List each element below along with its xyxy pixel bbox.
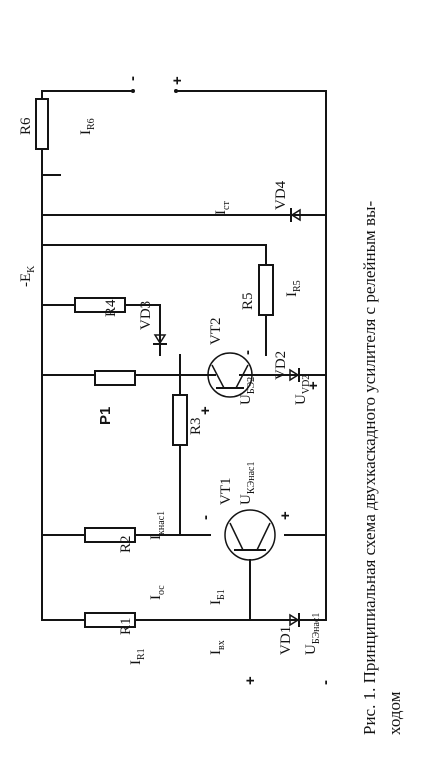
- label-r6: R6: [18, 117, 34, 135]
- terminal-minus: [131, 89, 135, 93]
- label-ioc-sub: ос: [156, 585, 167, 595]
- label-ir6-main: I: [78, 130, 94, 135]
- sign-in-minus: -: [317, 680, 334, 685]
- label-ir6: IR6: [78, 118, 97, 135]
- label-vd2: VD2: [273, 351, 289, 380]
- polarity-signs: + - + - + + -: [197, 350, 334, 685]
- label-r5: R5: [240, 292, 256, 310]
- label-ub2-sub: БЭ2: [246, 377, 257, 394]
- resistors: [35, 98, 274, 628]
- vt1-collector-leg: [229, 522, 244, 551]
- label-iknas-sub: кнас1: [156, 511, 167, 535]
- sign-vt2-minus: -: [239, 350, 256, 355]
- diodes: [153, 208, 301, 627]
- sign-vt1-plus: +: [277, 511, 294, 520]
- label-vt2: VT2: [208, 318, 224, 346]
- label-ube-main: U: [303, 644, 319, 655]
- label-ivx-sub: вх: [216, 640, 227, 650]
- vt1-emitter-leg: [256, 522, 271, 551]
- resistor-r6: [35, 98, 49, 150]
- label-uke: UКЭнас1: [238, 462, 257, 505]
- resistor-r3: [172, 394, 188, 446]
- label-ib1: IБ1: [208, 589, 227, 605]
- label-r4: R4: [103, 299, 119, 317]
- label-uvd2: UVD2: [293, 375, 312, 405]
- diode-vd1: [289, 613, 300, 627]
- transistor-vt1: [224, 509, 276, 561]
- caption-line-2: ходом: [385, 691, 404, 735]
- label-r2: R2: [118, 535, 134, 553]
- label-uvd2-sub: VD2: [301, 375, 312, 394]
- label-ube: UБЭнас1: [303, 613, 322, 655]
- transistor-vt2: [207, 352, 253, 398]
- label-ub2: UБЭ2: [238, 377, 257, 405]
- label-ub2-main: U: [238, 394, 254, 405]
- label-iknas: Iкнас1: [148, 511, 167, 540]
- sign-vt2-plus: +: [197, 406, 214, 415]
- label-iknas-main: I: [148, 535, 164, 540]
- label-ib1-main: I: [208, 600, 224, 605]
- component-labels: R1 R2 R3 R4 R5 R6 P1 VT1 VT2 VD1 VD2 VD3…: [18, 117, 294, 655]
- vt2-emitter-leg: [235, 364, 249, 389]
- sign-vt1-minus: -: [197, 515, 214, 520]
- label-ir5: IR5: [284, 280, 303, 297]
- label-ir1-main: I: [128, 660, 144, 665]
- resistor-r1: [84, 612, 136, 628]
- vt2-collector-leg: [211, 364, 225, 389]
- label-ivx-main: I: [208, 650, 224, 655]
- rotated-schematic: - +: [18, 76, 404, 735]
- label-vd3: VD3: [138, 301, 154, 330]
- label-ist-sub: ст: [221, 201, 232, 210]
- label-p1: P1: [97, 407, 114, 425]
- label-ir5-main: I: [284, 292, 300, 297]
- supply-terminals: - +: [124, 76, 186, 93]
- label-vd4: VD4: [273, 180, 289, 210]
- label-ir1: IR1: [128, 648, 147, 665]
- transistors: [207, 352, 276, 561]
- label-vd1: VD1: [278, 626, 294, 655]
- resistor-r5: [258, 264, 274, 316]
- caption: Рис. 1. Принципиальная схема двухкаскадн…: [360, 201, 404, 735]
- label-ioc-main: I: [148, 595, 164, 600]
- diode-vd4: [290, 208, 301, 222]
- label-ek-main: -E: [18, 273, 34, 287]
- diode-vd3: [153, 334, 167, 345]
- label-ube-sub: БЭнас1: [311, 613, 322, 645]
- terminal-minus-sign: -: [124, 76, 141, 81]
- resistor-r2: [84, 527, 136, 543]
- label-ek: -EK: [18, 265, 37, 287]
- terminal-plus-sign: +: [169, 76, 186, 85]
- label-ivx: Iвх: [208, 640, 227, 655]
- resistor-r4: [74, 297, 126, 313]
- sign-vd2-plus: +: [305, 381, 322, 390]
- label-r1: R1: [118, 617, 134, 635]
- current-labels: IR6 Iст IR5 Iкнас1 Iос IR1 IБ1 Iвх UБЭ2 …: [78, 118, 322, 665]
- sign-in-plus: +: [242, 676, 259, 685]
- label-ir5-sub: R5: [292, 280, 303, 292]
- relay-p1-coil: [94, 370, 136, 386]
- label-uvd2-main: U: [293, 394, 309, 405]
- label-ist-main: I: [213, 210, 229, 215]
- label-ir1-sub: R1: [136, 648, 147, 660]
- label-r3: R3: [188, 417, 204, 435]
- caption-line-1: Рис. 1. Принципиальная схема двухкаскадн…: [360, 201, 379, 735]
- label-ir6-sub: R6: [86, 118, 97, 130]
- label-ioc: Iос: [148, 585, 167, 600]
- label-ib1-sub: Б1: [216, 589, 227, 600]
- label-uke-main: U: [238, 494, 254, 505]
- diode-vd2: [289, 368, 300, 382]
- label-ist: Iст: [213, 201, 232, 215]
- label-vt1: VT1: [218, 478, 234, 506]
- label-ek-sub: K: [26, 265, 37, 273]
- terminal-plus: [174, 89, 178, 93]
- label-uke-sub: КЭнас1: [246, 462, 257, 495]
